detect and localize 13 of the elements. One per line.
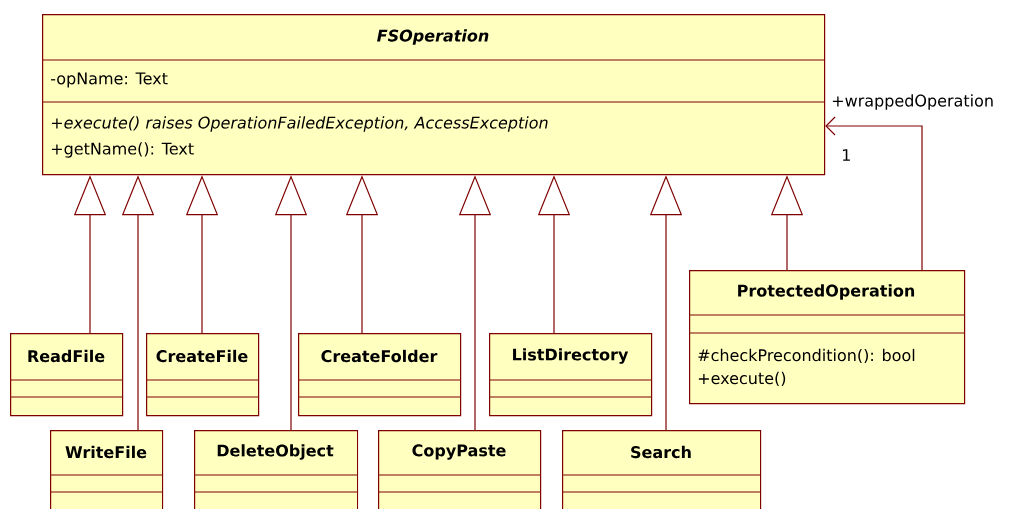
class-box: CopyPaste bbox=[377, 430, 542, 509]
class-box: WriteFile bbox=[49, 430, 164, 509]
class-box: DeleteObject bbox=[193, 430, 359, 509]
association-arrow bbox=[825, 116, 923, 271]
multiplicity-label: 1 bbox=[842, 149, 850, 161]
class-box: ListDirectory bbox=[488, 333, 653, 417]
class-box: ReadFile bbox=[9, 333, 124, 417]
class-box: FSOperation -opName: Text +execute() raises OperationFailedException, AccessException +getName(): Text bbox=[41, 14, 826, 176]
class-box: CreateFile bbox=[145, 333, 260, 417]
class-box: CreateFolder bbox=[297, 333, 462, 417]
class-box: Search bbox=[561, 430, 762, 509]
class-box: ProtectedOperation #checkPrecondition(): bool +execute() bbox=[688, 270, 966, 405]
edge-label: +wrappedOperation bbox=[832, 94, 993, 110]
